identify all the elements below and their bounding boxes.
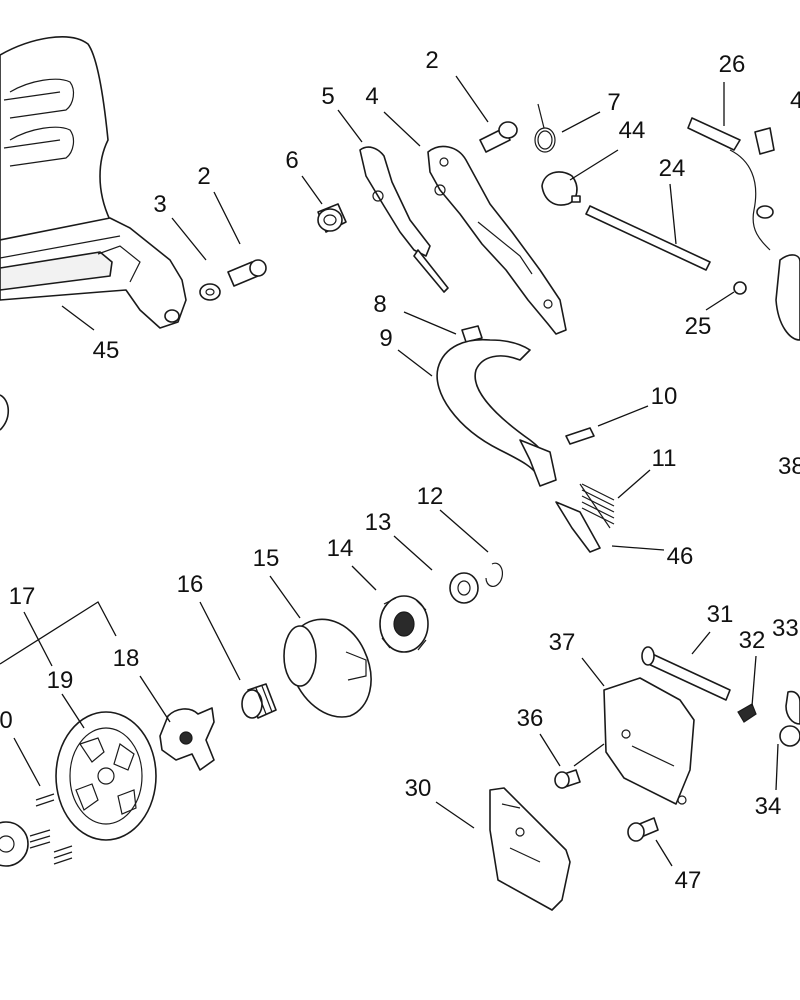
callout-3: 3 <box>153 191 166 218</box>
brake-band-part-9 <box>436 338 557 487</box>
screw-part-2a <box>479 121 518 153</box>
side-plate-part-37 <box>603 677 695 805</box>
pin-part-10 <box>565 427 595 445</box>
callout-4: 4 <box>365 83 378 110</box>
callout-9: 9 <box>379 325 392 352</box>
callout-12: 12 <box>417 483 444 510</box>
brake-lever-part-5 <box>359 146 449 293</box>
callout-17: 17 <box>9 583 36 610</box>
adjuster-parts-33-34 <box>779 690 800 747</box>
callout-33: 33 <box>772 615 799 642</box>
clutch-hub-part-18 <box>159 707 215 771</box>
hand-guard-part-45 <box>0 36 187 431</box>
washer-part-3 <box>199 283 221 301</box>
callout-6: 6 <box>285 147 298 174</box>
eclip-part-12 <box>485 562 504 587</box>
springs-part-17 <box>29 793 73 865</box>
washer-part-0 <box>0 821 29 867</box>
guide-plate-part-30 <box>489 787 571 911</box>
callout-14: 14 <box>327 535 354 562</box>
callout-45: 45 <box>93 337 120 364</box>
callout-7: 7 <box>607 89 620 116</box>
spring-part-7 <box>534 103 556 153</box>
callout-2-guard: 2 <box>197 163 210 190</box>
callout-18: 18 <box>113 645 140 672</box>
screw-part-2b <box>227 259 267 287</box>
callout-46: 46 <box>667 543 694 570</box>
callout-16: 16 <box>177 571 204 598</box>
clutch-drum-part-15 <box>283 618 372 718</box>
nut-part-32 <box>737 703 757 723</box>
needle-bearing-part-16 <box>241 683 277 719</box>
screw-part-47 <box>627 817 659 842</box>
callout-38: 38 <box>778 453 800 480</box>
bolt-part-31 <box>641 646 731 701</box>
callout-37: 37 <box>549 629 576 656</box>
knob-part-44 <box>541 171 581 206</box>
callout-47: 47 <box>675 867 702 894</box>
callout-5: 5 <box>321 83 334 110</box>
callout-44: 44 <box>619 117 646 144</box>
callout-25: 25 <box>685 313 712 340</box>
washer-part-13 <box>449 572 479 604</box>
callout-30: 30 <box>405 775 432 802</box>
callout-26: 26 <box>719 51 746 78</box>
rod-part-24 <box>585 205 711 271</box>
clip-part-46 <box>555 501 601 553</box>
callout-34: 34 <box>755 793 782 820</box>
bushing-part-6 <box>317 203 347 233</box>
sprocket-part-14 <box>379 595 429 653</box>
callout-15: 15 <box>253 545 280 572</box>
callout-10: 10 <box>651 383 678 410</box>
callout-19: 19 <box>47 667 74 694</box>
leader-lines <box>0 75 779 867</box>
callout-31: 31 <box>707 601 734 628</box>
callout-0: 0 <box>0 707 13 734</box>
callout-13: 13 <box>365 509 392 536</box>
callout-11: 11 <box>652 445 677 472</box>
callout-labels: 2 26 4 5 4 7 44 6 2 3 24 45 25 8 9 10 38… <box>0 47 800 894</box>
callout-8: 8 <box>373 291 386 318</box>
clutch-part-19 <box>55 711 157 841</box>
spring-part-11 <box>579 483 615 529</box>
screw-part-36 <box>554 769 581 789</box>
callout-32: 32 <box>739 627 766 654</box>
mount-plate-part-4 <box>427 145 567 335</box>
callout-4-right: 4 <box>790 87 800 114</box>
oil-pump-assembly-part-26 <box>687 117 800 341</box>
callout-36: 36 <box>517 705 544 732</box>
callout-24: 24 <box>659 155 686 182</box>
callout-2: 2 <box>425 47 438 74</box>
block-part-8 <box>461 325 483 343</box>
